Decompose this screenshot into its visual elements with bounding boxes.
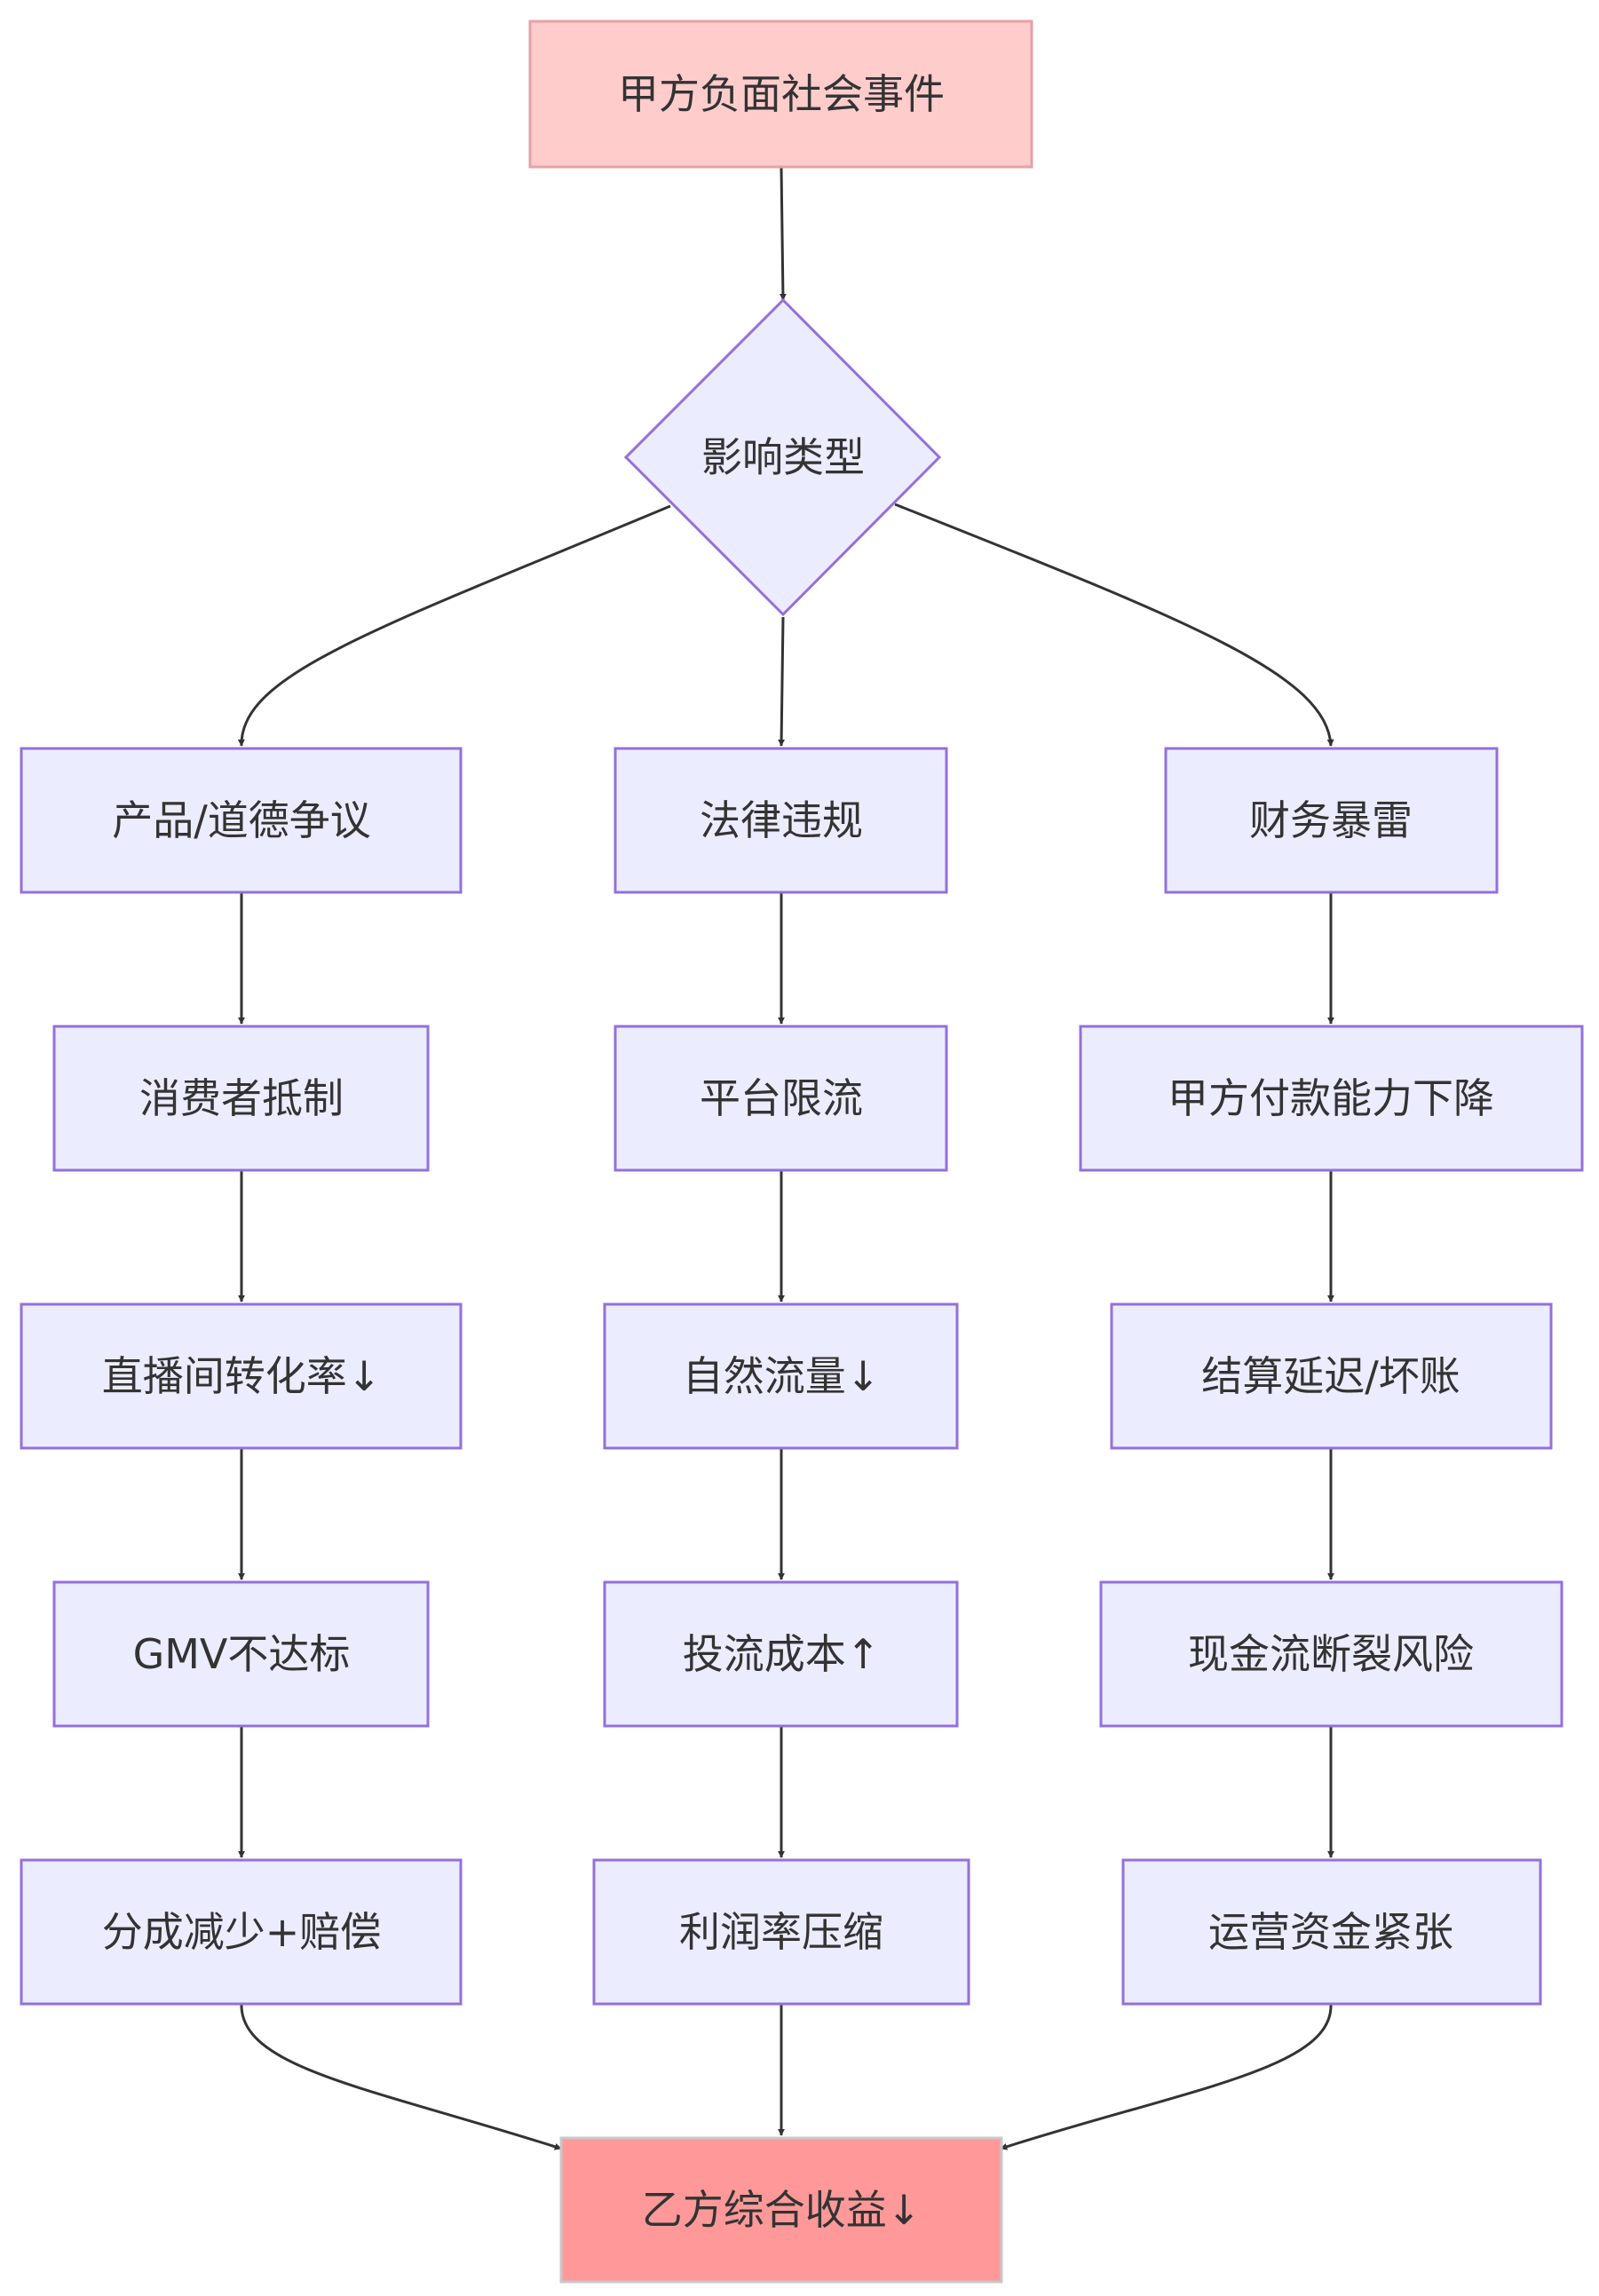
node-decision-diamond <box>623 297 942 617</box>
node-end-label: 乙方综合收益↓ <box>642 2186 922 2234</box>
node-ad-cost-up-box <box>603 1580 959 1728</box>
node-gmv-miss[interactable]: GMV不达标 <box>52 1580 430 1728</box>
nodes: 甲方负面社会事件 影响类型 产品/道德争议 消费者抵制 直播间转化率↓ GMV不… <box>20 20 1584 2284</box>
node-margin-squeeze-label: 利润率压缩 <box>679 1908 883 1956</box>
node-branch-legal-label: 法律违规 <box>700 796 863 844</box>
edge-decision-to-finance <box>894 503 1334 747</box>
node-branch-product-box <box>20 747 463 894</box>
node-conversion-drop[interactable]: 直播间转化率↓ <box>20 1302 463 1450</box>
node-platform-limit[interactable]: 平台限流 <box>613 1025 948 1172</box>
node-gmv-miss-box <box>52 1580 430 1728</box>
node-organic-traffic-drop-label: 自然流量↓ <box>683 1352 881 1400</box>
node-consumer-boycott[interactable]: 消费者抵制 <box>52 1025 430 1172</box>
node-organic-traffic-drop-box <box>603 1302 959 1450</box>
node-platform-limit-box <box>613 1025 948 1172</box>
node-end-box <box>559 2136 1003 2284</box>
node-cashflow-risk-box <box>1099 1580 1563 1728</box>
node-revenue-cut-box <box>20 1858 463 2006</box>
node-branch-finance[interactable]: 财务暴雷 <box>1164 747 1499 894</box>
edge-revenue-to-end <box>240 2003 562 2150</box>
node-branch-legal[interactable]: 法律违规 <box>613 747 948 894</box>
node-settlement-delay-label: 结算延迟/坏账 <box>1201 1352 1460 1400</box>
node-decision[interactable]: 影响类型 <box>623 297 942 617</box>
node-end[interactable]: 乙方综合收益↓ <box>559 2136 1003 2284</box>
node-operating-fund-tight-label: 运营资金紧张 <box>1208 1908 1453 1956</box>
node-organic-traffic-drop[interactable]: 自然流量↓ <box>603 1302 959 1450</box>
node-branch-product[interactable]: 产品/道德争议 <box>20 747 463 894</box>
node-settlement-delay[interactable]: 结算延迟/坏账 <box>1110 1302 1553 1450</box>
node-branch-legal-box <box>613 747 948 894</box>
edge-start-to-decision <box>779 166 787 301</box>
node-conversion-drop-label: 直播间转化率↓ <box>102 1352 382 1400</box>
node-branch-finance-box <box>1164 747 1499 894</box>
edges <box>237 166 1334 2150</box>
node-payment-ability-down-label: 甲方付款能力下降 <box>1168 1074 1494 1122</box>
node-consumer-boycott-box <box>52 1025 430 1172</box>
node-revenue-cut-label: 分成减少+赔偿 <box>102 1908 382 1956</box>
node-ad-cost-up-label: 投流成本↑ <box>683 1630 881 1678</box>
node-settlement-delay-box <box>1110 1302 1553 1450</box>
node-start[interactable]: 甲方负面社会事件 <box>528 20 1033 169</box>
node-cashflow-risk-label: 现金流断裂风险 <box>1188 1630 1474 1678</box>
node-branch-product-label: 产品/道德争议 <box>112 796 371 844</box>
node-payment-ability-down[interactable]: 甲方付款能力下降 <box>1079 1025 1584 1172</box>
edge-fund-to-end <box>1000 2003 1333 2150</box>
node-revenue-cut[interactable]: 分成减少+赔偿 <box>20 1858 463 2006</box>
node-operating-fund-tight-box <box>1121 1858 1542 2006</box>
node-margin-squeeze-box <box>592 1858 970 2006</box>
node-operating-fund-tight[interactable]: 运营资金紧张 <box>1121 1858 1542 2006</box>
node-consumer-boycott-label: 消费者抵制 <box>139 1074 344 1122</box>
node-start-label: 甲方负面社会事件 <box>618 70 945 118</box>
edge-decision-to-legal <box>778 616 786 747</box>
node-margin-squeeze[interactable]: 利润率压缩 <box>592 1858 970 2006</box>
node-payment-ability-down-box <box>1079 1025 1584 1172</box>
node-ad-cost-up[interactable]: 投流成本↑ <box>603 1580 959 1728</box>
node-cashflow-risk[interactable]: 现金流断裂风险 <box>1099 1580 1563 1728</box>
node-decision-label: 影响类型 <box>701 433 865 481</box>
node-start-box <box>528 20 1033 169</box>
node-gmv-miss-label: GMV不达标 <box>133 1630 351 1678</box>
node-platform-limit-label: 平台限流 <box>700 1074 863 1122</box>
node-conversion-drop-box <box>20 1302 463 1450</box>
edge-decision-to-product <box>237 504 671 747</box>
node-branch-finance-label: 财务暴雷 <box>1249 796 1413 844</box>
